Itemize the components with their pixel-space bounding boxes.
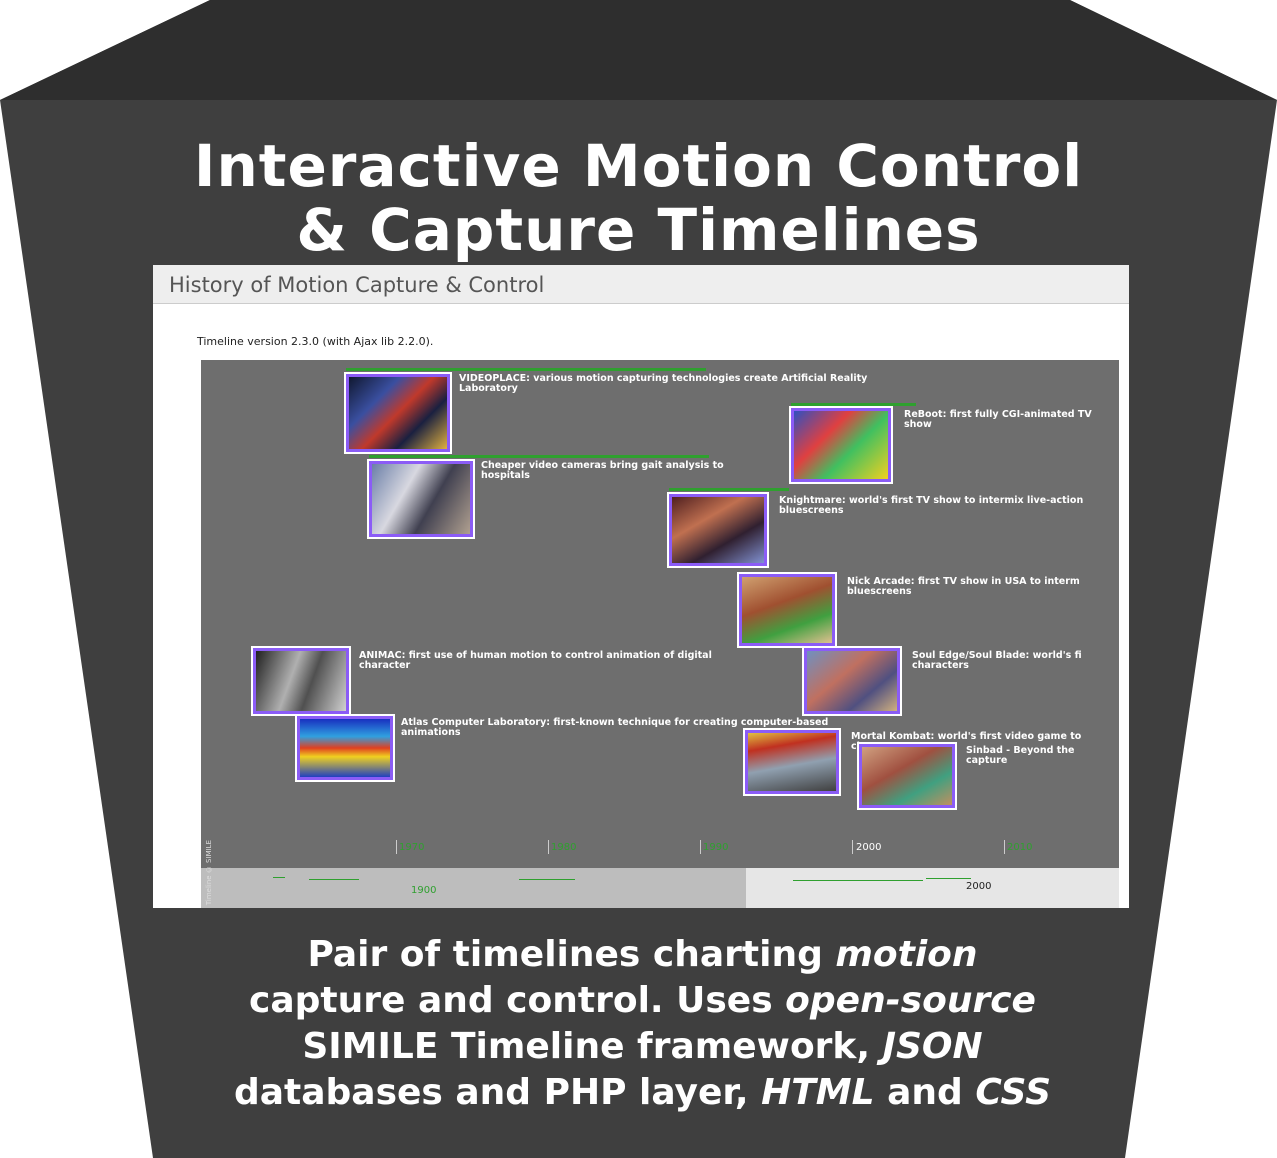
caption-text: Pair of timelines charting — [307, 934, 836, 975]
event-label[interactable]: Sinbad - Beyond the capture — [966, 745, 1075, 766]
mortal-kombat-thumbnail[interactable] — [743, 728, 841, 796]
event-label[interactable]: Soul Edge/Soul Blade: world's fi charact… — [912, 650, 1082, 671]
knightmare-thumbnail[interactable] — [667, 492, 769, 568]
app-title: History of Motion Capture & Control — [169, 273, 545, 297]
timeline-ruler: 1970 1980 1990 2000 2010 — [201, 840, 1119, 868]
event-label[interactable]: Knightmare: world's first TV show to int… — [779, 495, 1084, 516]
caption-text: and — [874, 1072, 976, 1113]
timeline-app-screenshot: History of Motion Capture & Control Time… — [153, 265, 1129, 908]
ruler-tick-label: 2010 — [1007, 842, 1033, 853]
caption-emphasis: open-source — [785, 980, 1036, 1021]
caption-line4: databases and PHP layer, HTML and CSS — [160, 1070, 1125, 1116]
caption-emphasis: JSON — [882, 1026, 983, 1067]
ruler-tick — [1004, 840, 1005, 854]
overview-mark — [273, 877, 285, 878]
overview-label: 1900 — [411, 885, 437, 896]
gait-analysis-thumbnail[interactable] — [367, 459, 475, 539]
ruler-tick — [548, 840, 549, 854]
timeline-credit: Timeline © SIMILE — [205, 840, 213, 906]
sinbad-thumbnail[interactable] — [857, 742, 957, 810]
animac-thumbnail[interactable] — [251, 646, 351, 716]
event-duration-tape — [791, 403, 916, 406]
slide-title-line1: Interactive Motion Control — [193, 132, 1084, 200]
event-label[interactable]: Nick Arcade: first TV show in USA to int… — [847, 576, 1080, 597]
caption-emphasis: CSS — [975, 1072, 1052, 1113]
caption-emphasis: HTML — [761, 1072, 875, 1113]
event-label[interactable]: ReBoot: first fully CGI-animated TV show — [904, 409, 1092, 430]
caption-emphasis: motion — [835, 934, 978, 975]
ruler-tick-label: 1980 — [551, 842, 577, 853]
ruler-tick — [396, 840, 397, 854]
soul-edge-thumbnail[interactable] — [802, 646, 902, 716]
event-label[interactable]: Atlas Computer Laboratory: first-known t… — [401, 717, 829, 738]
event-duration-tape — [346, 368, 706, 371]
caption-line2: capture and control. Uses open-source — [160, 978, 1125, 1024]
caption-text: SIMILE Timeline framework, — [302, 1026, 883, 1067]
version-text: Timeline version 2.3.0 (with Ajax lib 2.… — [197, 335, 434, 348]
atlas-thumbnail[interactable] — [295, 714, 395, 782]
overview-mark — [926, 878, 971, 879]
ruler-tick-label: 1970 — [399, 842, 425, 853]
ruler-tick — [852, 840, 853, 854]
reboot-thumbnail[interactable] — [789, 406, 893, 484]
overview-label: 2000 — [966, 881, 992, 892]
event-label[interactable]: VIDEOPLACE: various motion capturing tec… — [459, 373, 868, 394]
overview-mark — [309, 879, 359, 880]
overview-highlight[interactable] — [746, 868, 1119, 908]
overview-mark — [519, 879, 575, 880]
overview-mark — [793, 880, 923, 881]
caption-text: capture and control. Uses — [249, 980, 786, 1021]
caption-line1: Pair of timelines charting motion — [160, 932, 1125, 978]
app-header: History of Motion Capture & Control — [153, 265, 1129, 304]
event-duration-tape — [669, 488, 789, 491]
ruler-tick-label: 2000 — [856, 842, 882, 853]
event-label[interactable]: Cheaper video cameras bring gait analysi… — [481, 460, 724, 481]
timeline-band[interactable]: VIDEOPLACE: various motion capturing tec… — [201, 360, 1119, 908]
event-label[interactable]: ANIMAC: first use of human motion to con… — [359, 650, 712, 671]
ruler-tick — [700, 840, 701, 854]
nick-arcade-thumbnail[interactable] — [737, 572, 837, 648]
caption-line3: SIMILE Timeline framework, JSON — [160, 1024, 1125, 1070]
ruler-tick-label: 1990 — [703, 842, 729, 853]
slide-title-line2: & Capture Timelines — [296, 196, 981, 264]
caption-text: databases and PHP layer, — [233, 1072, 762, 1113]
videoplace-thumbnail[interactable] — [344, 372, 452, 454]
event-duration-tape — [369, 455, 709, 458]
